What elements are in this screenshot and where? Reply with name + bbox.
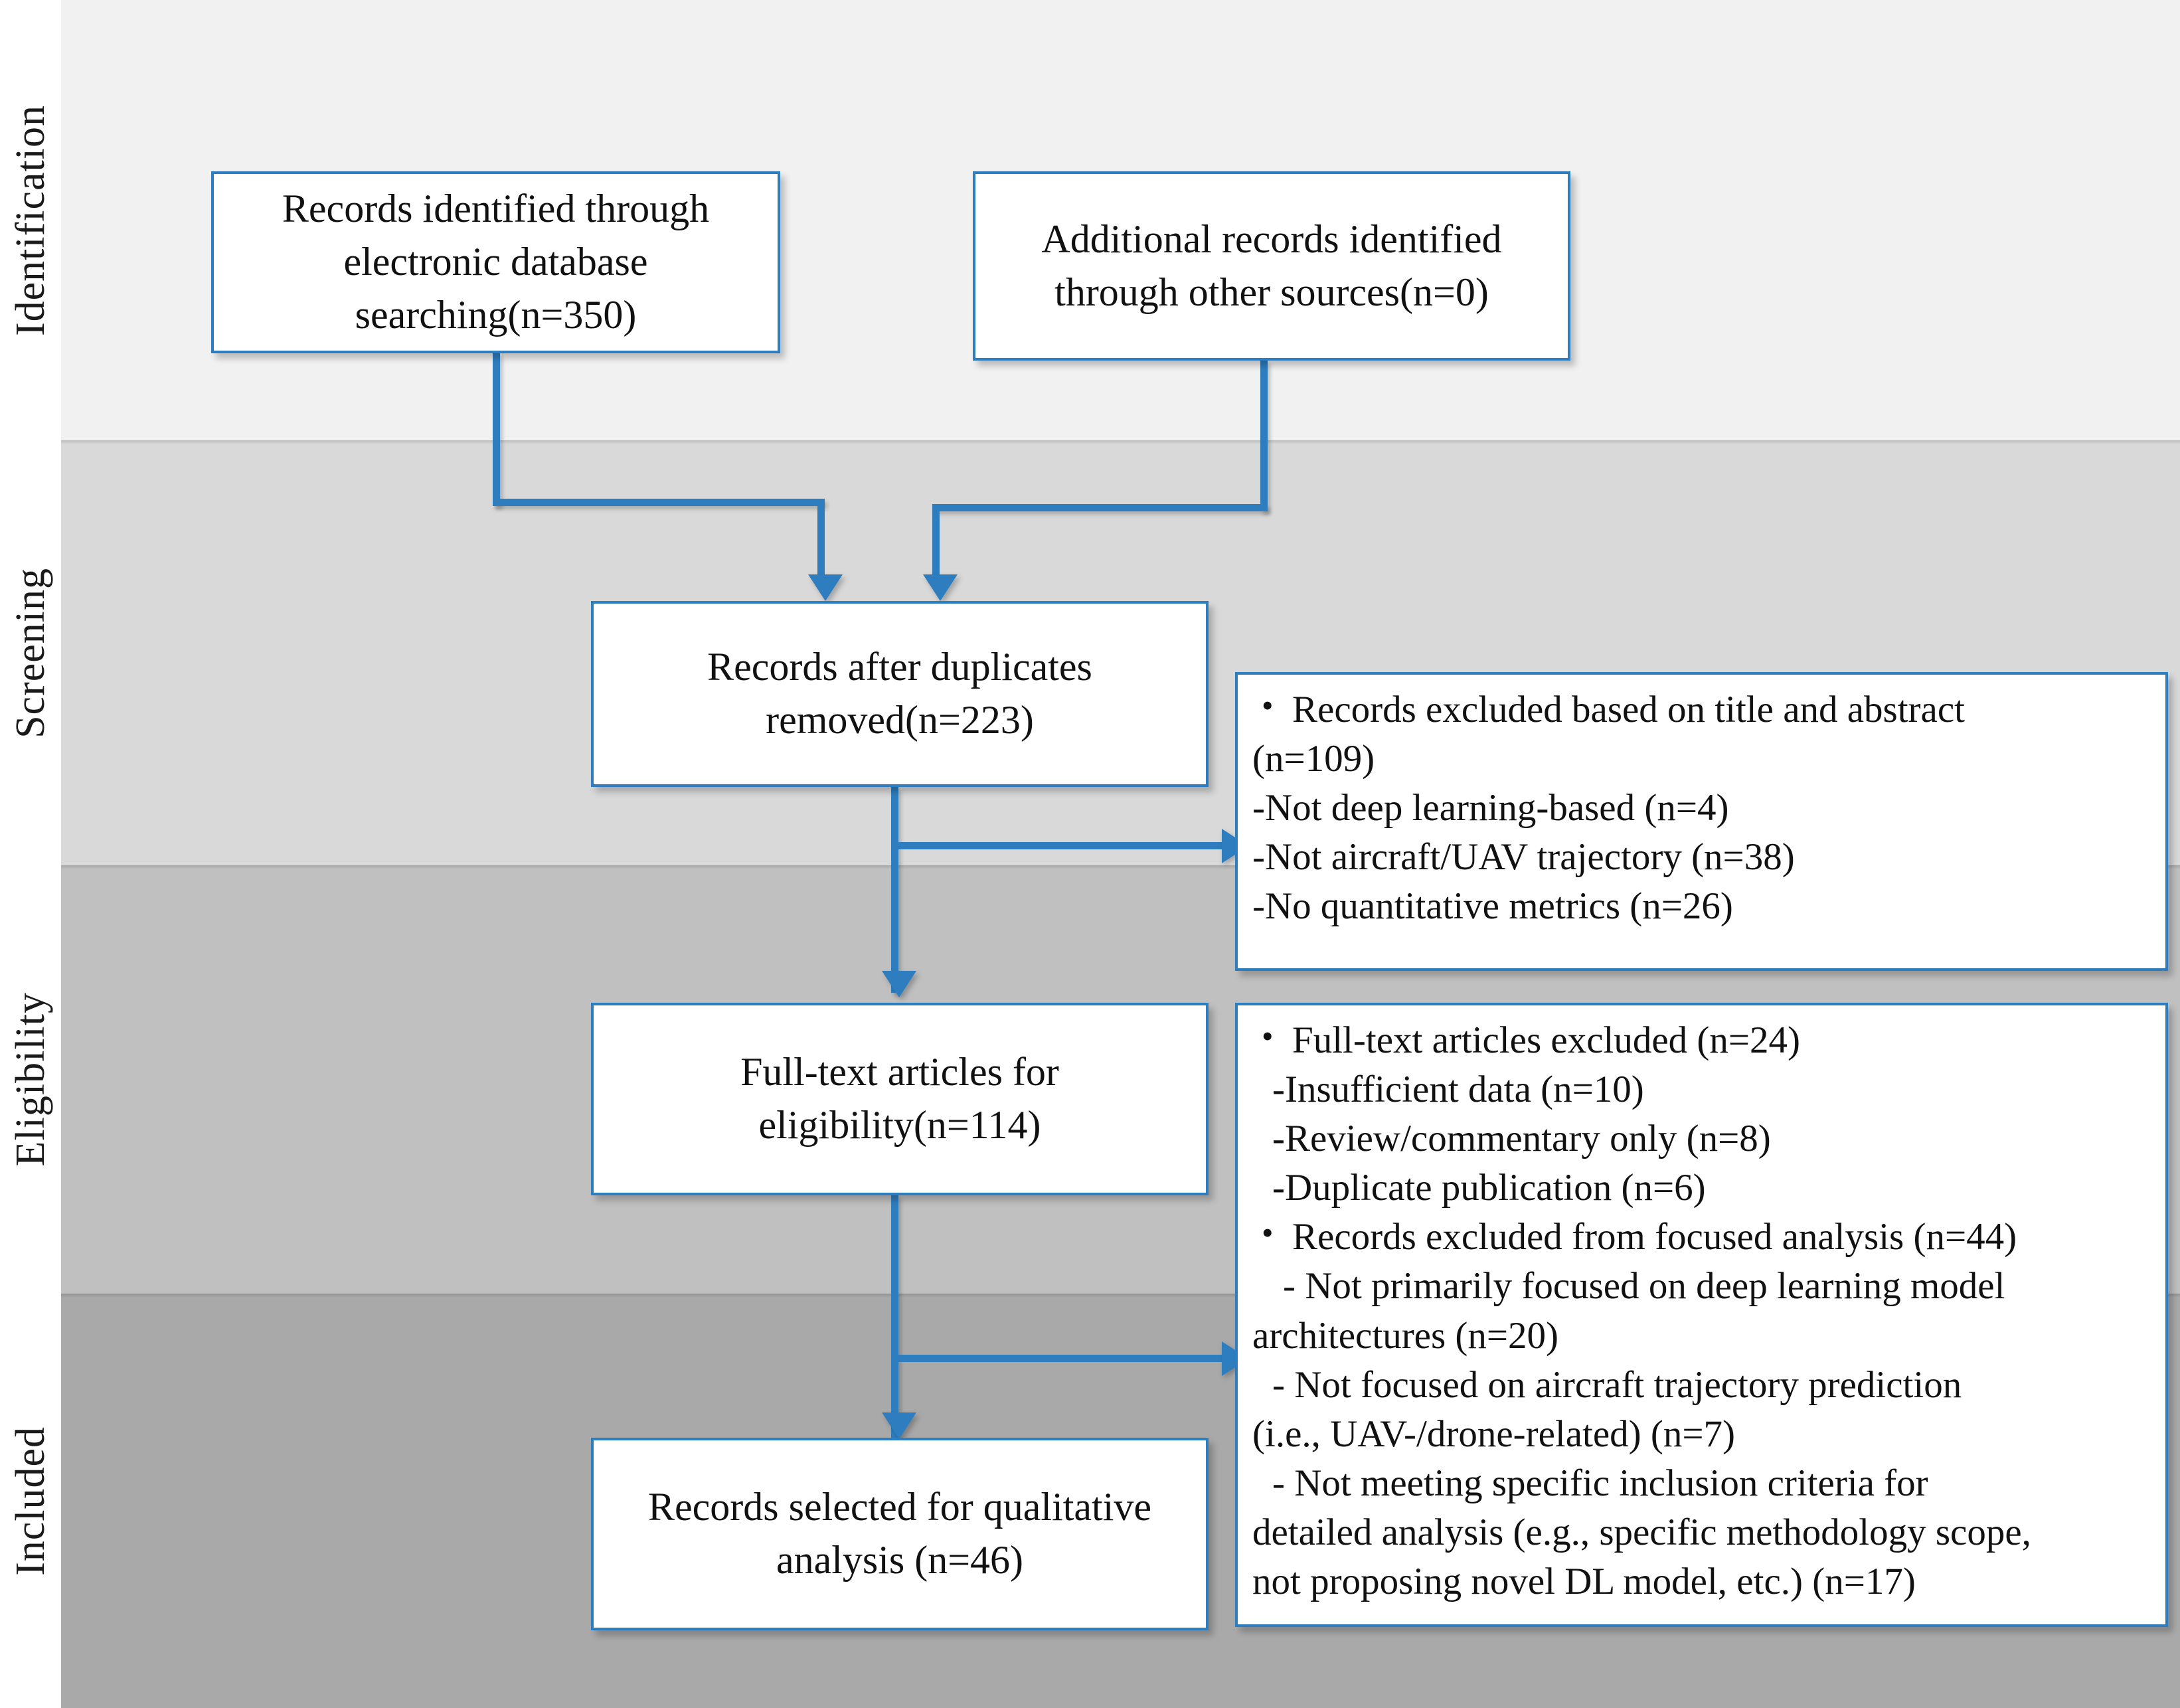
node-additional-records-other-sources-text: Additional records identified through ot…	[975, 174, 1568, 358]
stage-label-identification-text: Identification	[7, 104, 53, 336]
stage-label-included: Included	[0, 1294, 61, 1708]
connector-duplicates-to-fulltext	[891, 787, 898, 993]
exclusion-line: (i.e., UAV-/drone-related) (n=7)	[1252, 1412, 1736, 1455]
stage-label-screening: Screening	[0, 440, 61, 865]
node-excluded-screening[interactable]: Records excluded based on title and abst…	[1235, 672, 2168, 971]
exclusion-line: Records excluded based on title and abst…	[1252, 684, 2180, 734]
connector-to-excluded-screening	[891, 842, 1243, 849]
exclusion-line: - Not focused on aircraft trajectory pre…	[1272, 1363, 1962, 1406]
arrow-into-fulltext	[882, 971, 916, 997]
node-records-identified-database[interactable]: Records identified through electronic da…	[211, 171, 780, 353]
node-line: through other sources(n=0)	[1054, 270, 1489, 314]
band-divider-1	[61, 440, 2180, 444]
arrow-into-duplicates-left	[808, 574, 843, 601]
node-fulltext-articles-eligibility-text: Full-text articles for eligibility(n=114…	[594, 1005, 1206, 1193]
node-records-after-duplicates-removed-text: Records after duplicates removed(n=223)	[594, 604, 1206, 784]
connector-db-drop	[817, 499, 825, 584]
exclusion-line: -Not deep learning-based (n=4)	[1252, 787, 1729, 829]
node-line: Records identified through	[282, 187, 710, 231]
node-line: Full-text articles for	[740, 1050, 1059, 1094]
node-records-selected-qualitative-analysis[interactable]: Records selected for qualitative analysi…	[591, 1438, 1209, 1630]
stage-label-eligibility: Eligibility	[0, 865, 61, 1294]
exclusion-line: detailed analysis (e.g., specific method…	[1252, 1511, 2031, 1553]
node-excluded-screening-text: Records excluded based on title and abst…	[1238, 675, 2165, 968]
node-line: removed(n=223)	[766, 698, 1034, 742]
exclusion-line: not proposing novel DL model, etc.) (n=1…	[1252, 1561, 1916, 1603]
stage-label-screening-text: Screening	[7, 567, 53, 738]
exclusion-line: -Duplicate publication (n=6)	[1272, 1167, 1706, 1209]
node-line: searching(n=350)	[355, 292, 637, 337]
node-line: Records after duplicates	[707, 645, 1092, 689]
connector-fulltext-to-selected	[891, 1195, 898, 1438]
node-records-selected-qualitative-analysis-text: Records selected for qualitative analysi…	[594, 1440, 1206, 1628]
band-divider-2	[61, 865, 2180, 869]
node-records-after-duplicates-removed[interactable]: Records after duplicates removed(n=223)	[591, 601, 1209, 787]
exclusion-line: - Not meeting specific inclusion criteri…	[1272, 1462, 1928, 1504]
stage-label-identification: Identification	[0, 0, 61, 440]
node-line: electronic database	[343, 240, 648, 284]
arrow-into-selected	[882, 1412, 916, 1439]
connector-to-excluded-eligibility	[891, 1355, 1243, 1362]
connector-db-vertical	[493, 353, 500, 506]
stage-label-included-text: Included	[7, 1426, 53, 1576]
connector-other-horizontal	[932, 504, 1268, 511]
exclusion-line: -No quantitative metrics (n=26)	[1252, 885, 1733, 928]
node-fulltext-articles-eligibility[interactable]: Full-text articles for eligibility(n=114…	[591, 1003, 1209, 1195]
arrow-into-duplicates-right	[923, 574, 958, 601]
connector-other-drop	[932, 504, 940, 584]
exclusion-line: - Not primarily focused on deep learning…	[1283, 1265, 2005, 1308]
connector-other-vertical	[1260, 360, 1268, 511]
exclusion-line: -Not aircraft/UAV trajectory (n=38)	[1252, 836, 1795, 879]
connector-db-horizontal	[493, 499, 825, 506]
node-line: Records selected for qualitative	[647, 1485, 1152, 1529]
node-records-identified-database-text: Records identified through electronic da…	[214, 174, 778, 351]
exclusion-line: architectures (n=20)	[1252, 1314, 1559, 1357]
exclusion-line: Records excluded from focused analysis (…	[1252, 1211, 2180, 1262]
node-excluded-eligibility[interactable]: Full-text articles excluded (n=24)-Insuf…	[1235, 1003, 2168, 1627]
band-divider-3	[61, 1294, 2180, 1298]
exclusion-line: -Review/commentary only (n=8)	[1272, 1118, 1771, 1160]
exclusion-line: (n=109)	[1252, 738, 1375, 780]
node-line: eligibility(n=114)	[758, 1103, 1041, 1147]
exclusion-line: Full-text articles excluded (n=24)	[1252, 1015, 2180, 1065]
node-line: analysis (n=46)	[776, 1538, 1024, 1582]
stage-label-eligibility-text: Eligibility	[7, 992, 53, 1167]
node-line: Additional records identified	[1041, 216, 1502, 261]
node-additional-records-other-sources[interactable]: Additional records identified through ot…	[973, 171, 1570, 361]
exclusion-line: -Insufficient data (n=10)	[1272, 1068, 1644, 1111]
node-excluded-eligibility-text: Full-text articles excluded (n=24)-Insuf…	[1238, 1005, 2165, 1624]
